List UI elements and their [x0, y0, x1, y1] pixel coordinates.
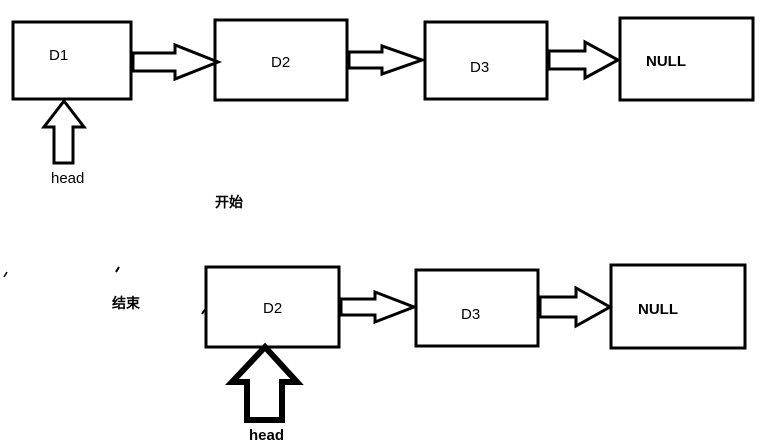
start-link-arrow-d3-null	[547, 39, 622, 81]
end-node-d3-label: D3	[461, 306, 480, 323]
start-caption: 开始	[215, 194, 243, 210]
start-node-null-label: NULL	[646, 53, 686, 70]
end-link-arrow-d3-null	[538, 285, 614, 329]
start-link-arrow-d2-d3	[347, 43, 427, 77]
end-node-null-label: NULL	[638, 301, 678, 318]
start-node-d1-label: D1	[49, 47, 68, 64]
end-section: D2 D3 NULL head 结束	[112, 263, 747, 442]
start-link-arrow-d1-d2	[131, 42, 223, 82]
end-caption: 结束	[112, 295, 141, 311]
end-head-label: head	[249, 427, 284, 442]
stray-mark-left	[3, 271, 8, 278]
start-node-d2-label: D2	[271, 54, 290, 71]
start-head-pointer-arrow	[40, 98, 88, 165]
stray-mark-box-edge	[201, 307, 207, 315]
end-node-d2-label: D2	[263, 300, 282, 317]
end-node-d2-box	[204, 265, 341, 349]
end-head-pointer-arrow	[225, 342, 304, 423]
start-head-label: head	[51, 170, 84, 187]
start-node-null-box	[618, 16, 755, 102]
start-node-d3-label: D3	[470, 59, 489, 76]
start-section: D1 D2 D3 NULL head 开始	[11, 16, 755, 210]
end-node-null-box	[609, 263, 747, 350]
start-node-d1-box	[11, 20, 133, 101]
end-link-arrow-d2-d3	[339, 289, 419, 325]
stray-mark-middle	[115, 266, 120, 273]
end-node-d3-box	[414, 268, 540, 348]
